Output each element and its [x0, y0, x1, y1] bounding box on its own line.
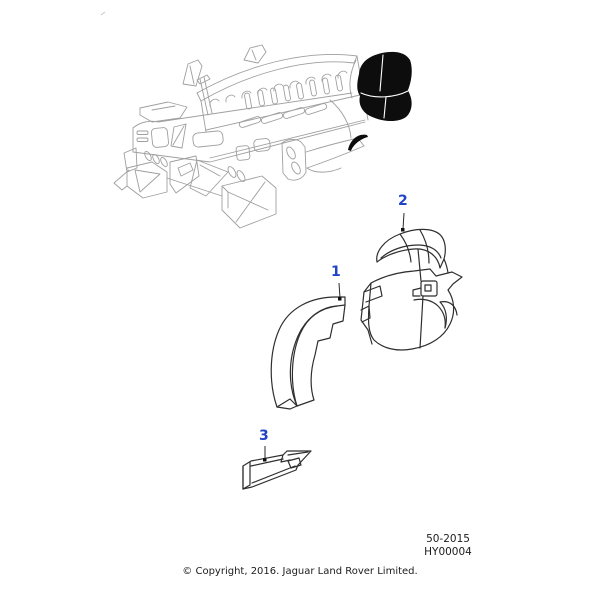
leader-lines [263, 212, 405, 462]
vehicle-body-lineart [113, 44, 369, 229]
figure-codes: 50-2015 HY00004 [408, 533, 488, 559]
callout-3[interactable]: 3 [259, 428, 269, 444]
front-crossmember [132, 92, 366, 167]
callout-1[interactable]: 1 [331, 264, 341, 280]
part-1-drawing[interactable] [270, 296, 346, 410]
copyright-text: © Copyright, 2016. Jaguar Land Rover Lim… [182, 566, 418, 577]
page-code: 50-2015 [426, 533, 470, 545]
part-2-drawing[interactable] [360, 228, 463, 351]
installed-liner-highlight [348, 51, 412, 151]
frame-rails [113, 155, 277, 229]
callout-2[interactable]: 2 [398, 193, 408, 209]
figure-code: HY00004 [424, 546, 472, 558]
registration-tick [100, 11, 106, 16]
part-3-drawing[interactable] [242, 450, 312, 490]
right-sill [281, 59, 365, 181]
left-brackets [123, 44, 267, 173]
rear-deck-band [196, 53, 358, 102]
